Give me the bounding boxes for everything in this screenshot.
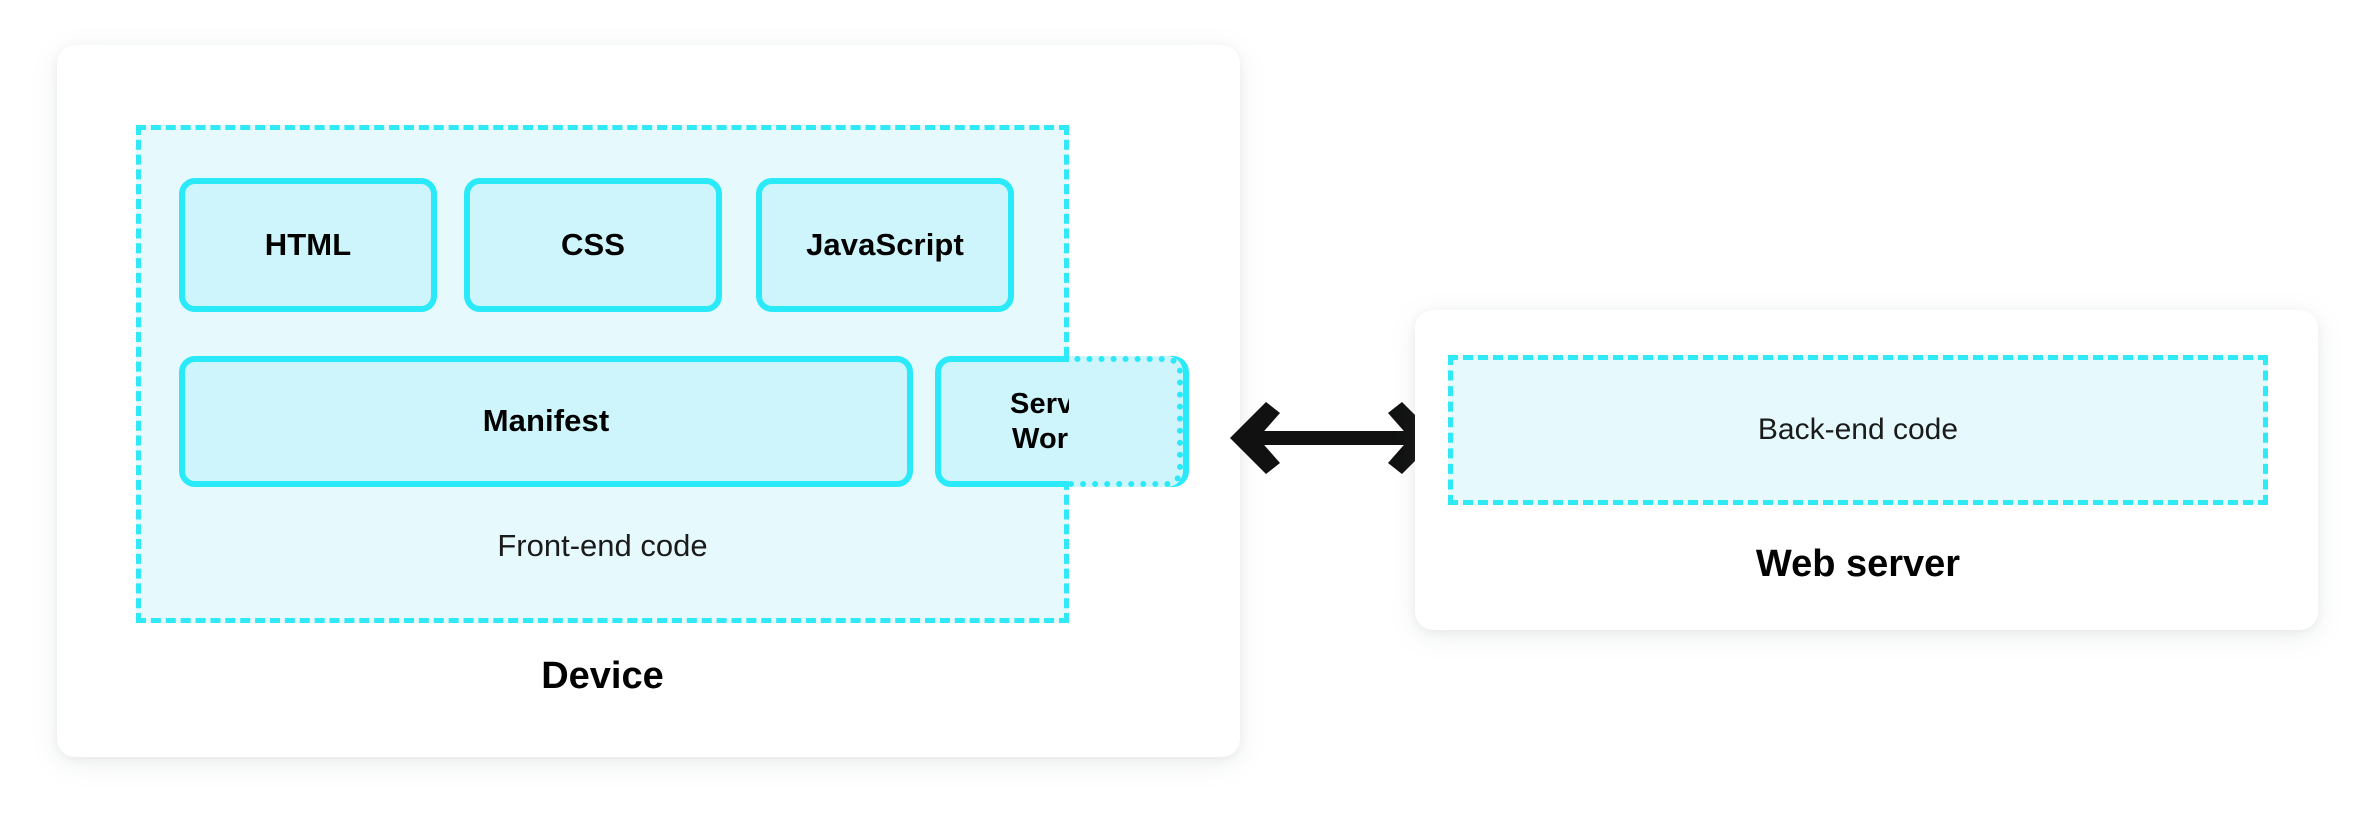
javascript-box[interactable]: JavaScript — [756, 178, 1014, 312]
service-worker-box[interactable]: Service Worker — [935, 356, 1189, 487]
service-worker-box-label: Service Worker — [1010, 387, 1114, 455]
css-box-label: CSS — [560, 226, 626, 262]
web-server-title: Web server — [1755, 543, 1961, 585]
manifest-box[interactable]: Manifest — [179, 356, 913, 487]
javascript-box-label: JavaScript — [806, 226, 964, 262]
service-worker-label-line2: Worker — [1012, 422, 1112, 455]
device-title: Device — [541, 655, 664, 697]
double-arrow-icon — [1230, 402, 1438, 474]
backend-code-region: Back-end code — [1448, 355, 2268, 505]
service-worker-label-line1: Service — [1010, 388, 1114, 421]
backend-code-caption: Back-end code — [1757, 413, 1959, 446]
css-box[interactable]: CSS — [464, 178, 722, 312]
html-box[interactable]: HTML — [179, 178, 437, 312]
html-box-label: HTML — [264, 226, 352, 262]
manifest-box-label: Manifest — [482, 403, 610, 439]
frontend-code-caption: Front-end code — [497, 528, 708, 563]
